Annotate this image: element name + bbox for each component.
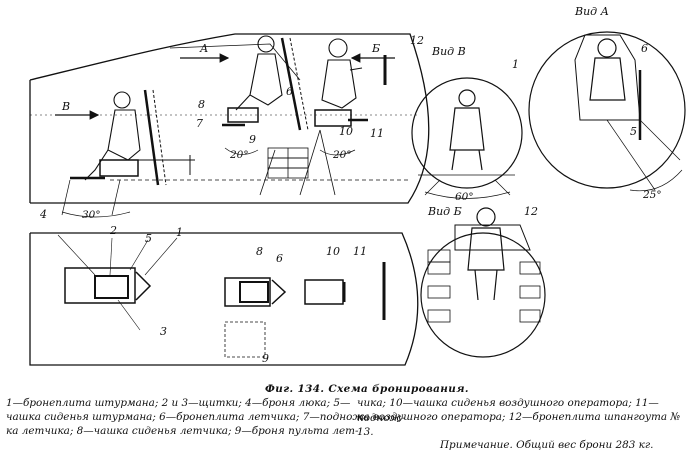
arrow-v-label: В: [61, 100, 70, 113]
callout-5-view-a: 5: [630, 125, 637, 138]
view-b-label: Вид Б: [427, 205, 462, 218]
angle-30: 30°: [82, 209, 101, 221]
view-labels: Вид В Вид А Вид Б: [427, 5, 609, 218]
angle-20-left: 20°: [229, 149, 249, 161]
fuselage-side-view: [29, 33, 430, 218]
angle-labels: 20° 20° 30° 60° 25°: [82, 149, 662, 221]
callout-1-view-v: 1: [512, 58, 519, 71]
caption-line-3-left: ка летчика; 8—чашка сиденья летчика; 9—б…: [6, 425, 359, 437]
callout-8-plan: 8: [256, 245, 263, 258]
caption-line-2-right: ка воздушного оператора; 12—бронеплита ш…: [357, 411, 681, 438]
callout-4: 4: [39, 208, 47, 221]
angle-20-right: 20°: [332, 149, 352, 161]
view-v-label: Вид В: [431, 45, 466, 58]
callout-6: 6: [286, 85, 293, 98]
fuselage-plan-view: [29, 232, 419, 366]
callout-5: 5: [145, 232, 152, 245]
arrow-labels: А Б В: [61, 42, 380, 113]
caption-line-1-left: 1—бронеплита штурмана; 2 и 3—щитки; 4—бр…: [6, 397, 351, 409]
crew-figures-side: [84, 35, 363, 181]
caption-title: Фиг. 134. Схема бронирования.: [265, 383, 469, 395]
callout-11: 11: [370, 127, 384, 140]
callout-9: 9: [249, 133, 256, 146]
callout-6-view-a: 6: [641, 42, 648, 55]
callout-3: 3: [160, 325, 167, 338]
callout-11-plan: 11: [353, 245, 367, 258]
callout-7: 7: [196, 117, 203, 130]
callout-12: 12: [410, 34, 424, 47]
caption-line-2-left: чашка сиденья штурмана; 6—бронеплита лет…: [6, 411, 368, 423]
callout-2: 2: [109, 224, 117, 237]
caption-note: Примечание. Общий вес брони 283 кг.: [440, 439, 654, 451]
caption-line-1-right: чика; 10—чашка сиденья воздушного операт…: [357, 397, 659, 424]
angle-60: 60°: [455, 191, 474, 203]
callout-12-view-b: 12: [524, 205, 538, 218]
view-a-circle: [528, 31, 686, 192]
callout-10-plan: 10: [326, 245, 340, 258]
view-b-circle: [420, 207, 546, 358]
callout-6-plan: 6: [276, 252, 283, 265]
angle-25: 25°: [642, 189, 662, 201]
callout-8: 8: [198, 98, 205, 111]
view-v-circle: [411, 77, 523, 199]
callout-1: 1: [176, 226, 183, 239]
callout-9-plan: 9: [262, 352, 269, 365]
view-a-label: Вид А: [574, 5, 609, 18]
arrow-a-label: А: [199, 42, 208, 55]
arrow-b-label: Б: [371, 42, 380, 55]
callout-numbers: 1 1 2 3 4 5 5 6 6 6 7 8 8 9 9 10 10 11 1…: [39, 34, 648, 365]
callout-10: 10: [339, 125, 353, 138]
